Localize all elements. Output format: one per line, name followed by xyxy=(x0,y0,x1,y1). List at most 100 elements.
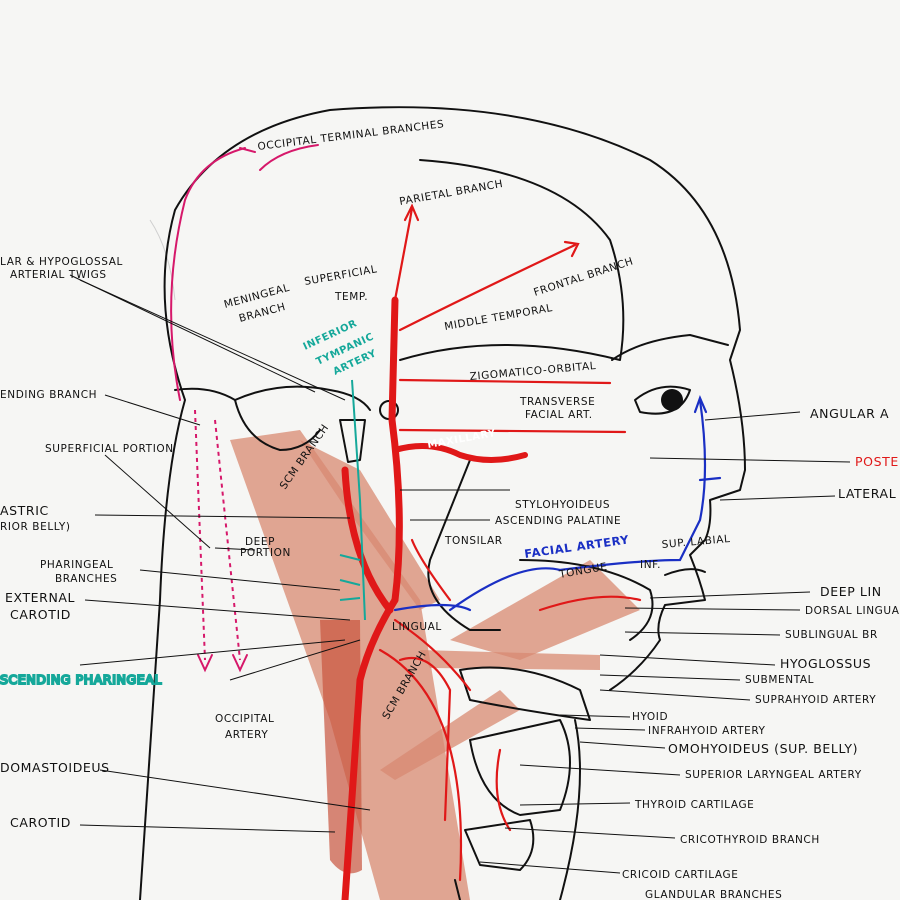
label-transverse-facial-1: TRANSVERSE xyxy=(519,396,595,408)
superior-thyroid-artery xyxy=(393,618,472,692)
label-infrahyoid: INFRAHYOID ARTERY xyxy=(648,725,766,737)
transverse-facial-artery xyxy=(398,428,627,434)
label-inf: INF. xyxy=(640,559,661,571)
lingual-artery xyxy=(538,595,642,612)
descending-branch-1 xyxy=(194,409,206,661)
pointer-lines xyxy=(69,274,851,874)
label-submental: SUBMENTAL xyxy=(745,674,814,686)
label-deep-lingual: DEEP LIN xyxy=(820,584,882,599)
pharyngeal-twigs xyxy=(339,554,361,601)
hyoid-bone xyxy=(459,666,591,721)
eye-pupil xyxy=(661,389,683,411)
label-parietal: PARIETAL BRANCH xyxy=(398,178,504,208)
occipital-branches xyxy=(170,144,319,673)
label-middle-temporal: MIDDLE TEMPORAL xyxy=(443,302,553,333)
label-cricothyroid: CRICOTHYROID BRANCH xyxy=(680,834,820,846)
label-superior-laryngeal: SUPERIOR LARYNGEAL ARTERY xyxy=(685,769,862,781)
internal-carotid xyxy=(341,466,394,614)
facial-artery-path xyxy=(393,394,722,612)
tongue-outline xyxy=(519,559,654,641)
facial-artery xyxy=(448,398,707,612)
ascending-palatine-artery xyxy=(410,538,452,602)
label-posterior: POSTER xyxy=(855,454,900,469)
angular-arrow xyxy=(693,394,708,414)
thyroid-cartilage xyxy=(469,719,571,816)
descending-arrow-1 xyxy=(197,654,213,673)
zygomatico-orbital-artery xyxy=(398,378,612,385)
label-sternocleido: DOMASTOIDEUS xyxy=(0,760,110,775)
label-superficial-portion: SUPERFICIAL PORTION xyxy=(45,443,174,455)
label-auricular-1: LAR & HYPOGLOSSAL xyxy=(0,256,123,268)
arteries xyxy=(341,203,642,900)
label-external-carotid-2: CAROTID xyxy=(10,607,71,622)
eye xyxy=(634,385,691,415)
label-superficial-temp-2: TEMP. xyxy=(334,291,368,303)
label-occipital-artery-1: OCCIPITAL xyxy=(215,713,274,725)
label-ascending-pharyngeal: SCENDING PHARINGEAL xyxy=(0,672,162,687)
trachea-base xyxy=(454,879,461,900)
label-cricoid: CRICOID CARTILAGE xyxy=(622,869,738,881)
label-lingual: LINGUAL xyxy=(392,621,442,633)
superior-laryngeal-artery xyxy=(378,648,463,882)
label-carotid: CAROTID xyxy=(10,815,71,830)
occipital-terminal-branch xyxy=(170,147,246,401)
neck-muscles xyxy=(230,430,640,900)
label-digastric-1: ASTRIC xyxy=(0,503,49,518)
occipital-arrow xyxy=(239,147,256,153)
label-thyroid-cartilage: THYROID CARTILAGE xyxy=(634,799,754,811)
lateral-nasal xyxy=(698,476,722,482)
ascending-pharyngeal-artery xyxy=(351,379,366,621)
occipital-terminal-branch-2 xyxy=(259,144,319,171)
label-deep-portion-1: DEEP xyxy=(245,536,275,548)
stylohyoid-muscle xyxy=(300,440,440,610)
mastoid-outline xyxy=(234,399,321,451)
label-dorsal-lingual: DORSAL LINGUA xyxy=(805,605,900,617)
maxillary-artery xyxy=(392,443,528,463)
external-carotid xyxy=(388,296,403,604)
label-occipital-terminal: OCCIPITAL TERMINAL BRANCHES xyxy=(257,118,445,153)
label-facial-artery: FACIAL ARTERY xyxy=(523,532,630,561)
digastric-muscle xyxy=(420,650,600,670)
descending-arrow-2 xyxy=(232,654,248,673)
label-external-carotid-1: EXTERNAL xyxy=(5,590,75,605)
label-hyoglossus: HYOGLOSSUS xyxy=(780,656,871,671)
label-transverse-facial-2: FACIAL ART. xyxy=(525,409,593,421)
label-ascending-palatine: ASCENDING PALATINE xyxy=(495,515,621,527)
parietal-arrow xyxy=(403,203,420,222)
label-sublingual: SUBLINGUAL BR xyxy=(785,629,878,641)
label-suprahyoid: SUPRAHYOID ARTERY xyxy=(755,694,876,706)
label-lateral: LATERAL xyxy=(838,486,896,501)
label-superficial-temp-1: SUPERFICIAL xyxy=(303,263,378,288)
head-outline xyxy=(139,106,746,900)
label-zygomatico-orbital: ZIGOMATICO-ORBITAL xyxy=(469,360,596,383)
mandible xyxy=(427,459,501,631)
label-stylohyoideus: STYLOHYOIDEUS xyxy=(515,499,610,511)
lingual-vein xyxy=(393,603,472,612)
lips-line xyxy=(664,568,706,576)
frontal-branch-artery xyxy=(398,243,577,332)
cricoid-cartilage xyxy=(464,819,535,871)
trachea-line xyxy=(559,719,581,900)
label-digastric-2: RIOR BELLY) xyxy=(0,521,71,533)
label-hyoid: HYOID xyxy=(632,711,668,723)
frontal-arrow xyxy=(563,240,580,258)
brow-line xyxy=(611,334,729,361)
label-ascending-branch: ENDING BRANCH xyxy=(0,389,97,401)
label-sup-labial: SUP. LABIAL xyxy=(661,533,731,551)
label-angular: ANGULAR A xyxy=(810,406,889,421)
omohyoid-muscle xyxy=(380,690,520,780)
label-pharyngeal-1: PHARINGEAL xyxy=(40,559,113,571)
label-omohyoideus: OMOHYOIDEUS (SUP. BELLY) xyxy=(668,741,858,756)
label-deep-portion-2: PORTION xyxy=(240,547,291,559)
descending-branch-2 xyxy=(214,419,241,661)
label-auricular-2: ARTERIAL TWIGS xyxy=(10,269,107,281)
parietal-branch-artery xyxy=(393,218,412,302)
label-occipital-artery-2: ARTERY xyxy=(225,729,268,741)
temporal-fossa xyxy=(399,159,625,361)
label-glandular: GLANDULAR BRANCHES xyxy=(645,889,782,900)
face-profile xyxy=(139,106,746,900)
label-tonsilar: TONSILAR xyxy=(444,535,503,547)
hyoglossus-muscle xyxy=(450,560,640,660)
